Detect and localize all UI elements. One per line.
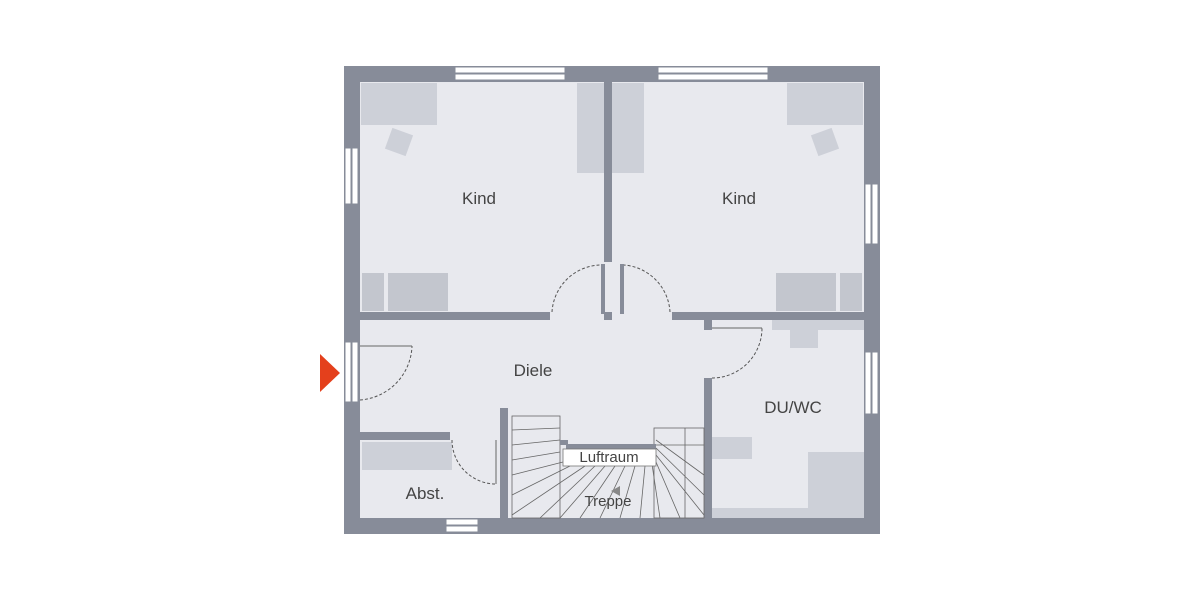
window: [445, 518, 479, 533]
window: [657, 66, 769, 81]
door-swing: [551, 264, 601, 313]
door-swing: [451, 439, 497, 485]
bed: [776, 273, 836, 311]
wall-kind-right-diele: [672, 312, 864, 320]
room-label-abst: Abst.: [406, 484, 445, 503]
wall-kind-left-diele: [360, 312, 550, 320]
luftraum-box: [562, 448, 657, 467]
stair-direction-arrow-icon: [611, 486, 620, 496]
shower: [808, 452, 864, 508]
room-label-kind-right: Kind: [722, 189, 756, 208]
entrance-arrow-icon: [320, 354, 340, 392]
door-swing: [623, 264, 671, 313]
washbasin: [790, 330, 818, 348]
desk: [361, 83, 437, 125]
wall-between-kids-rooms: [604, 82, 612, 320]
window: [344, 147, 359, 205]
room-label-kind-left: Kind: [462, 189, 496, 208]
window: [864, 183, 879, 245]
bed: [388, 273, 448, 311]
wall-stair: [500, 408, 508, 518]
window: [454, 66, 566, 81]
room-label-du-wc: DU/WC: [764, 398, 822, 417]
room-label-luftraum: Luftraum: [579, 449, 638, 466]
room-label-treppe: Treppe: [585, 493, 632, 510]
wardrobe: [577, 83, 604, 173]
wall-abst: [360, 432, 450, 440]
staircase: [511, 415, 705, 519]
room-label-diele: Diele: [514, 361, 553, 380]
door-swing: [359, 345, 413, 401]
bed: [362, 273, 384, 311]
bed: [840, 273, 862, 311]
window: [864, 351, 879, 415]
chair: [810, 127, 840, 157]
desk: [787, 83, 863, 125]
shelf: [362, 442, 452, 470]
wall-du-wc: [704, 378, 712, 518]
toilet: [712, 437, 752, 459]
chair: [384, 127, 414, 157]
wardrobe: [612, 83, 644, 173]
entrance-door: [344, 341, 359, 403]
